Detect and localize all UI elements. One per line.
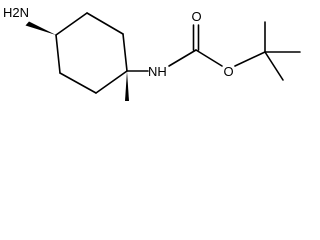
- ester-oxygen-label: O: [224, 64, 234, 79]
- ring-bond-c3-c2: [86, 12, 124, 35]
- ring-bond-c4-c3: [55, 12, 88, 36]
- cyclohexane-ring: [55, 12, 128, 94]
- ring-bond-c1-c6: [95, 70, 128, 94]
- tert-butyl-group: [264, 21, 301, 81]
- bond-carbonyl-c-ester-o: [195, 49, 223, 67]
- ring-bond-c5-c4: [55, 34, 61, 74]
- bond-nh-carbonyl-c: [168, 49, 197, 67]
- carbonyl-oxygen-label: O: [192, 9, 202, 24]
- carbamate-nh-label: NH: [148, 64, 167, 79]
- amine-label: H2N: [3, 5, 29, 20]
- ring-bond-c6-c5: [59, 72, 97, 94]
- chemical-structure: H2N NH O O: [3, 5, 301, 101]
- ring-bond-c2-c1: [122, 33, 128, 72]
- bond-ester-o-tert-c: [234, 51, 266, 67]
- wedge-bond-c1-methyl: [125, 71, 129, 101]
- bond-tert-c-methyl-down: [264, 51, 284, 81]
- wedge-bond-c4-amine: [25, 21, 56, 35]
